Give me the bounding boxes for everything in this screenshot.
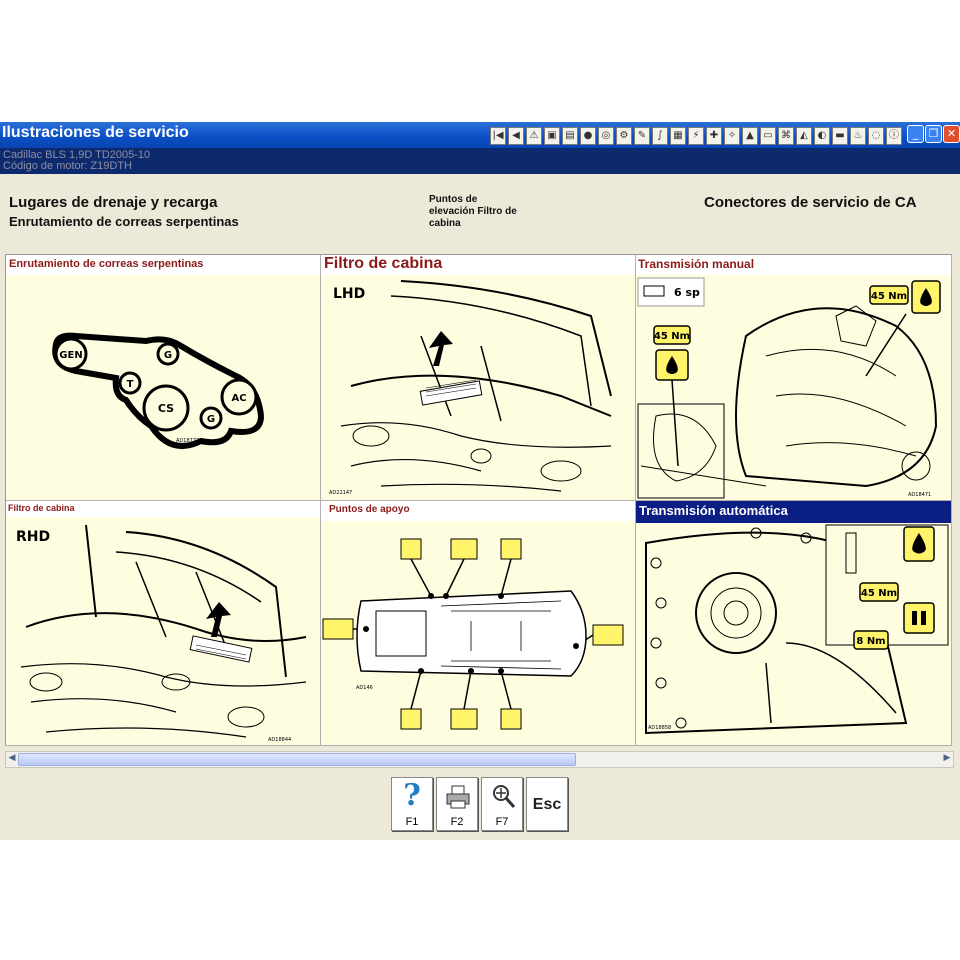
figure-code: AD18773 [176,438,199,444]
lift-icon[interactable]: ◭ [796,127,812,145]
zoom-icon [493,785,516,808]
figure-code: AD18471 [908,492,931,498]
link-belt-routing[interactable]: Enrutamiento de correas serpentinas [9,214,239,229]
horizontal-scrollbar[interactable]: ◀ ▶ [5,751,954,768]
help-icon: ? [403,778,421,813]
minimize-button[interactable]: _ [907,125,924,143]
tire-icon[interactable]: ◌ [868,127,884,145]
title-bar: Ilustraciones de servicio |◀ ◀ ⚠ ▣ ▤ ● ◎… [0,122,960,148]
schematic-icon[interactable]: ⌘ [778,127,794,145]
link-ac-connectors[interactable]: Conectores de servicio de CA [704,194,917,211]
escape-label: Esc [532,796,562,813]
escape-button[interactable]: Esc [526,777,568,831]
oil-icon[interactable]: ♨ [850,127,866,145]
gear-icon[interactable]: ⚙ [616,127,632,145]
battery-icon[interactable]: ▬ [832,127,848,145]
figure-code: AD146 [356,685,373,691]
filter-icon[interactable]: ▲ [742,127,758,145]
torque-a-label: 45 Nm [861,588,897,599]
window-title: Ilustraciones de servicio [2,124,189,141]
illustration-grid: Enrutamiento de correas serpentinas GEN … [5,254,952,746]
header-links: Lugares de drenaje y recarga Enrutamient… [0,174,960,246]
brake-icon[interactable]: ◐ [814,127,830,145]
manual-transmission-drawing: 6 sp 45 Nm 45 Nm AD18471 [637,277,941,499]
torque-b-label: 8 Nm [856,636,885,647]
pulley-t-label: T [127,379,134,390]
panel-automatic-transmission[interactable]: Transmisión automática 45 Nm 8 Nm AD1885… [636,501,952,746]
pulley-g-bottom-label: G [207,414,215,425]
panel-cabin-filter-lhd[interactable]: Filtro de cabina LHD AD22147 [321,255,636,501]
close-button[interactable]: ✕ [943,125,960,143]
function-key-bar: ? F1 F2 F7 Esc [0,773,960,840]
pulley-gen-label: GEN [59,350,82,361]
support-points-diagram: AD146 [322,538,624,730]
automatic-transmission-drawing: 45 Nm 8 Nm AD18858 [645,524,949,735]
pulley-cs-label: CS [158,402,174,415]
panel-belt-routing[interactable]: Enrutamiento de correas serpentinas GEN … [6,255,321,501]
printer-icon [446,785,470,809]
tool-icon[interactable]: ✎ [634,127,650,145]
engine-code-label: Código de motor: Z19DTH [3,160,132,172]
panel-title: Filtro de cabina [6,501,320,517]
figure-code: AD18844 [268,737,291,743]
panel-cabin-filter-rhd[interactable]: Filtro de cabina RHD AD18844 [6,501,321,746]
help-button[interactable]: ? F1 [391,777,433,831]
engine-icon[interactable]: ▤ [562,127,578,145]
fluid-icon[interactable]: ● [580,127,596,145]
previous-page-icon[interactable]: ◀ [508,127,524,145]
torque-top-label: 45 Nm [871,291,907,302]
zoom-button[interactable]: F7 [481,777,523,831]
panel-support-points[interactable]: Puntos de apoyo AD146 [321,501,636,746]
belt-routing-diagram: GEN G T CS G AC AD18773 [52,332,265,449]
scroll-thumb[interactable] [18,753,576,766]
link-lift-points-cabin-filter[interactable]: Puntos de elevación Filtro de cabina [429,194,517,229]
document-icon[interactable]: ▭ [760,127,776,145]
warning-icon[interactable]: ⚠ [526,127,542,145]
pulley-ac-label: AC [231,393,246,404]
hose-icon[interactable]: ∫ [652,127,668,145]
print-key-label: F2 [450,816,464,828]
wrench-icon[interactable]: ✧ [724,127,740,145]
cabin-filter-rhd-drawing: RHD AD18844 [16,524,307,743]
side-label: LHD [333,286,365,302]
help-key-label: F1 [405,816,419,828]
wheel-icon[interactable]: ◎ [598,127,614,145]
electric-icon[interactable]: ⚡ [688,127,704,145]
vehicle-label: Cadillac BLS 1,9D TD2005-10 [3,149,151,161]
maximize-button[interactable]: ❐ [925,125,942,143]
info-icon[interactable]: ⓘ [886,127,902,145]
component-icon[interactable]: ▣ [544,127,560,145]
vehicle-info-bar: Cadillac BLS 1,9D TD2005-10 Código de mo… [0,148,960,174]
scroll-right-icon[interactable]: ▶ [943,753,951,763]
panel-title: Puntos de apoyo [321,501,635,521]
zoom-key-label: F7 [495,816,509,828]
pulley-g-top-label: G [164,350,172,361]
torque-left-label: 45 Nm [654,331,690,342]
speeds-label: 6 sp [674,286,700,299]
print-button[interactable]: F2 [436,777,478,831]
diagram-icon[interactable]: ▦ [670,127,686,145]
link-drain-refill[interactable]: Lugares de drenaje y recarga [9,194,218,211]
service-illustrations-window: Ilustraciones de servicio |◀ ◀ ⚠ ▣ ▤ ● ◎… [0,122,960,840]
panel-title: Enrutamiento de correas serpentinas [6,255,320,275]
service-icon[interactable]: ✚ [706,127,722,145]
cabin-filter-lhd-drawing: LHD AD22147 [329,280,612,496]
panel-manual-transmission[interactable]: Transmisión manual 6 sp 45 Nm 45 Nm [636,255,952,501]
figure-code: AD18858 [648,725,671,731]
first-page-icon[interactable]: |◀ [490,127,506,145]
panel-title: Transmisión automática [636,501,951,523]
scroll-left-icon[interactable]: ◀ [8,753,16,763]
panel-title: Transmisión manual [636,255,951,275]
figure-code: AD22147 [329,490,352,496]
panel-title: Filtro de cabina [321,255,635,275]
side-label: RHD [16,529,50,545]
